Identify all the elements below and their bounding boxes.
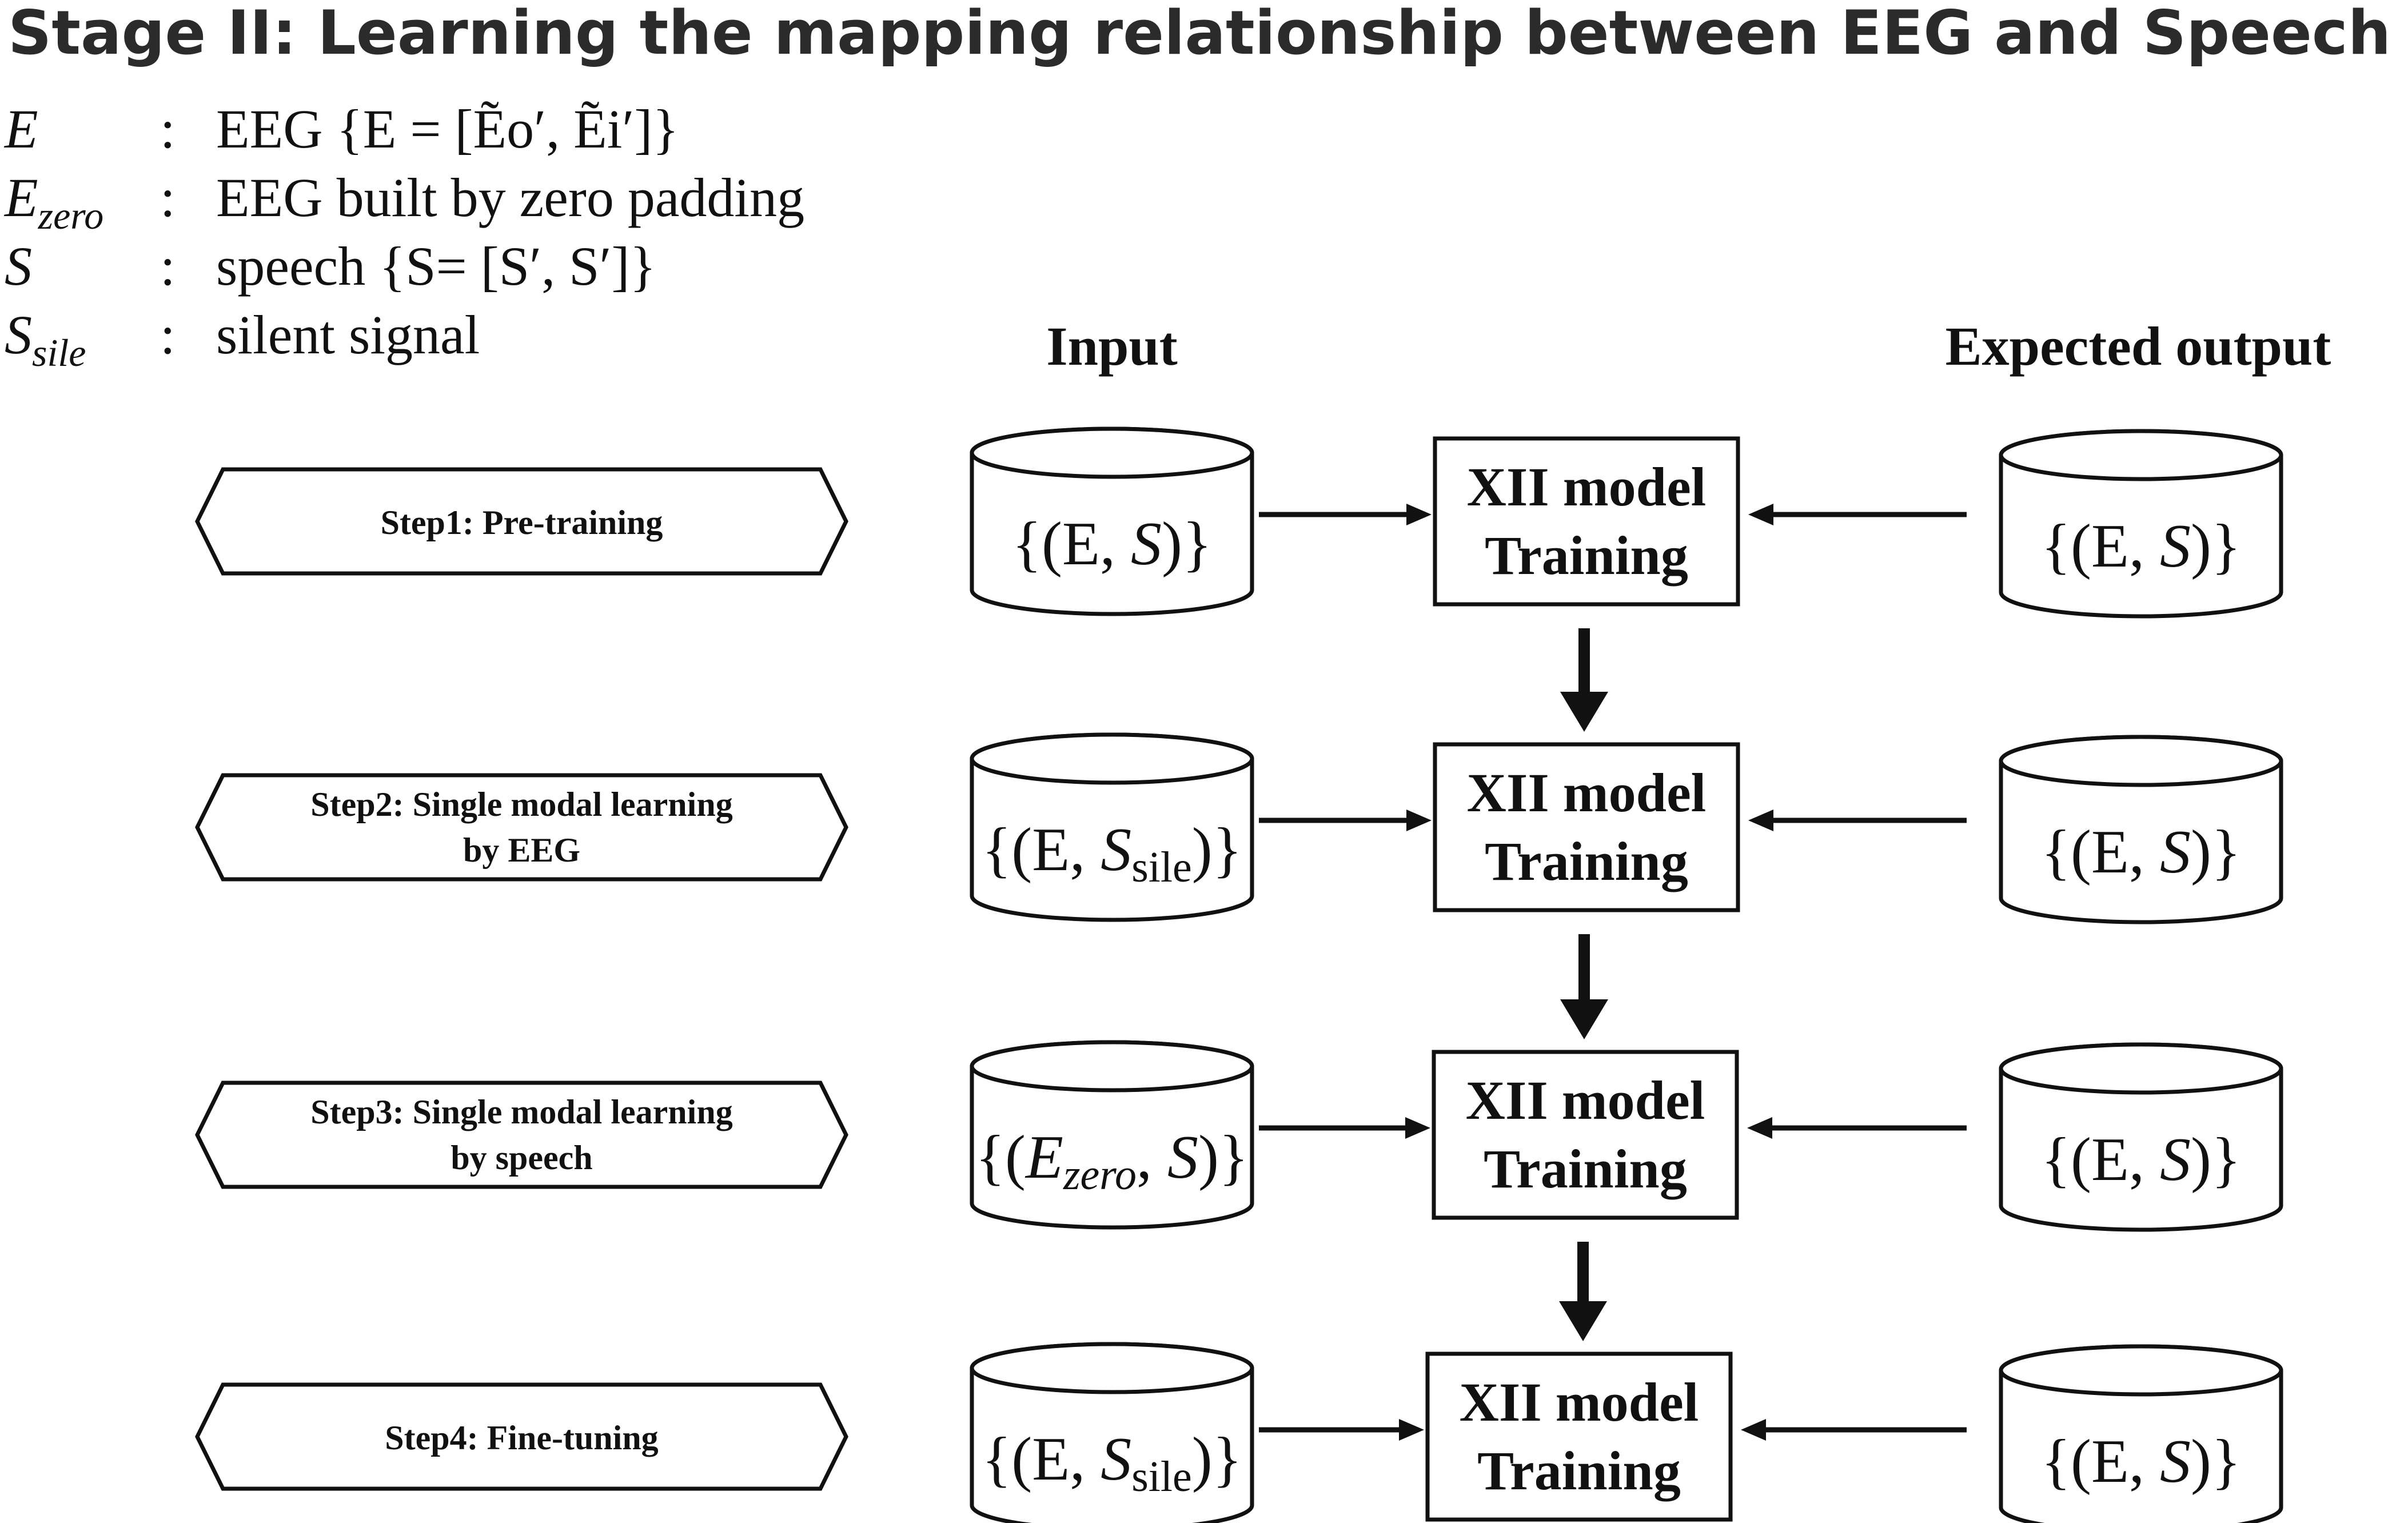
cylinder-top bbox=[1999, 735, 2283, 787]
arrow-head bbox=[1399, 1419, 1424, 1441]
expected-output-dataset: {(E, S)} bbox=[1999, 1042, 2283, 1232]
model-box-rect bbox=[1433, 436, 1740, 607]
arrow-head bbox=[1748, 504, 1773, 525]
step-row: Step3: Single modal learning by speech {(E… bbox=[195, 1040, 2283, 1341]
legend-separator: : bbox=[160, 98, 176, 160]
arrow-head bbox=[1406, 504, 1432, 525]
legend-entry: S: speech {S= [S′, S′]} bbox=[5, 236, 656, 297]
steps: Step1: Pre-training{(E, S)}XII modelTrai… bbox=[195, 426, 2283, 1523]
input-dataset: {(E, Ssile)} bbox=[970, 732, 1254, 922]
dataset-label: {(E, S)} bbox=[2041, 1126, 2241, 1194]
cylinder-top bbox=[970, 1040, 1254, 1093]
legend-description: EEG {E = [Ẽo′, Ẽi′]} bbox=[216, 98, 679, 160]
legend-symbol: E bbox=[3, 98, 38, 160]
legend-symbol: Ezero bbox=[3, 167, 103, 237]
step-label: Step4: Fine-tuning bbox=[195, 1382, 848, 1491]
step-label: Step2: Single modal learning by EEG bbox=[195, 773, 848, 882]
dataset-label: {(E, S)} bbox=[2041, 1428, 2241, 1496]
step-label-text: Step1: Pre-training bbox=[381, 504, 663, 541]
legend-entry: Ssile: silent signal bbox=[5, 304, 480, 374]
step-label-shape bbox=[195, 773, 848, 882]
legend-entry: Ezero: EEG built by zero padding bbox=[3, 167, 804, 237]
expected-output-dataset: {(E, S)} bbox=[1999, 1344, 2283, 1523]
cylinder-top bbox=[1999, 1042, 2283, 1095]
cylinder-top bbox=[1999, 1344, 2283, 1397]
model-box-text: Training bbox=[1485, 831, 1688, 892]
model-box-rect bbox=[1433, 742, 1740, 912]
column-header-expected-output: Expected output bbox=[1945, 316, 2331, 377]
step-label-text: by speech bbox=[450, 1139, 592, 1177]
step-label: Step1: Pre-training bbox=[195, 467, 848, 576]
step-row: Step4: Fine-tuning {(E, Ssile)} XII modelT… bbox=[195, 1342, 2283, 1523]
step-label-text: Step3: Single modal learning bbox=[310, 1093, 732, 1131]
cylinder-top bbox=[970, 426, 1254, 479]
expected-output-dataset: {(E, S)} bbox=[1999, 429, 2283, 619]
dataset-label: {(E, Ssile)} bbox=[982, 816, 1242, 891]
step-label: Step3: Single modal learning by speech bbox=[195, 1081, 848, 1189]
arrow-head bbox=[1560, 999, 1608, 1039]
model-box-text: Training bbox=[1477, 1440, 1681, 1501]
legend-symbol: S bbox=[5, 236, 32, 297]
legend-description: EEG built by zero padding bbox=[216, 167, 804, 228]
step-label-shape bbox=[195, 467, 848, 576]
legend-separator: : bbox=[160, 167, 176, 228]
model-box-text: Training bbox=[1485, 525, 1688, 586]
input-dataset: {(E, Ssile)} bbox=[970, 1342, 1254, 1523]
dataset-label: {(E, Ssile)} bbox=[982, 1425, 1242, 1501]
arrow-head bbox=[1748, 810, 1773, 831]
arrow-head bbox=[1405, 1117, 1430, 1139]
step-row: Step1: Pre-training {(E, S)} XII modelTrai… bbox=[195, 426, 2283, 732]
dataset-label: {(Ezero, S)} bbox=[975, 1123, 1249, 1199]
legend-separator: : bbox=[160, 236, 176, 297]
step-label-text: Step4: Fine-tuning bbox=[385, 1419, 658, 1457]
step-label-text: Step2: Single modal learning bbox=[310, 786, 732, 823]
arrow-head bbox=[1559, 1301, 1607, 1341]
legend-entry: E: EEG {E = [Ẽo′, Ẽi′]} bbox=[3, 98, 679, 160]
input-dataset: {(E, S)} bbox=[970, 426, 1254, 616]
model-box-rect bbox=[1425, 1351, 1733, 1522]
step-label-shape bbox=[195, 1382, 848, 1491]
column-header-input: Input bbox=[1046, 316, 1178, 377]
cylinder-top bbox=[1999, 429, 2283, 481]
diagram-title: Stage II: Learning the mapping relations… bbox=[8, 0, 2408, 68]
arrow-head bbox=[1560, 692, 1608, 732]
model-box-text: XII model bbox=[1460, 1372, 1699, 1433]
legend-separator: : bbox=[160, 304, 176, 365]
step-label-text: by EEG bbox=[463, 831, 580, 869]
model-box-text: XII model bbox=[1467, 762, 1707, 823]
dataset-label: {(E, S)} bbox=[1012, 510, 1212, 578]
dataset-label: {(E, S)} bbox=[2041, 512, 2241, 580]
legend-symbol: Ssile bbox=[5, 304, 86, 374]
step-row: Step2: Single modal learning by EEG {(E, S… bbox=[195, 732, 2283, 1039]
arrow-head bbox=[1747, 1117, 1772, 1139]
model-box-text: XII model bbox=[1466, 1070, 1705, 1131]
model-box-text: XII model bbox=[1467, 456, 1707, 517]
expected-output-dataset: {(E, S)} bbox=[1999, 735, 2283, 924]
step-label-shape bbox=[195, 1081, 848, 1189]
arrow-head bbox=[1741, 1419, 1766, 1441]
legend-description: silent signal bbox=[216, 304, 480, 365]
legend-description: speech {S= [S′, S′]} bbox=[216, 236, 656, 297]
dataset-label: {(E, S)} bbox=[2041, 818, 2241, 886]
input-dataset: {(Ezero, S)} bbox=[970, 1040, 1254, 1230]
arrow-head bbox=[1406, 810, 1432, 831]
cylinder-top bbox=[970, 1342, 1254, 1394]
model-box-text: Training bbox=[1484, 1138, 1687, 1199]
cylinder-top bbox=[970, 732, 1254, 785]
model-box-rect bbox=[1432, 1050, 1739, 1220]
legend: E: EEG {E = [Ẽo′, Ẽi′]} Ezero: EEG built by… bbox=[3, 98, 804, 374]
